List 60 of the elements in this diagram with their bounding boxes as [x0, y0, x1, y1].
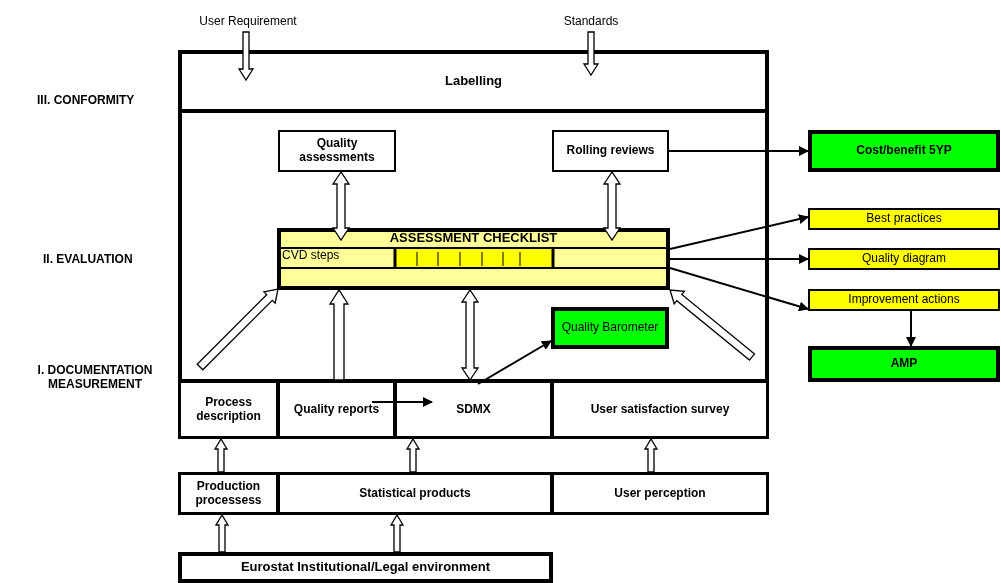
documentation-cell	[277, 380, 396, 439]
level-label: I. DOCUMENTATION MEASUREMENT	[36, 363, 154, 391]
process-box	[278, 130, 396, 172]
box-label: Cost/benefit 5YP	[856, 144, 952, 158]
source-cell	[551, 472, 769, 515]
arrow	[906, 310, 916, 347]
block-arrow	[196, 288, 279, 371]
environment-box	[178, 552, 553, 583]
output-box	[808, 248, 1000, 270]
documentation-cell	[394, 380, 553, 439]
table-heading: ASSESSMENT CHECKLIST	[388, 231, 559, 246]
row-label: CVD steps	[282, 249, 340, 263]
arrow	[669, 267, 809, 312]
output-box	[808, 289, 1000, 311]
box-label: Statistical products	[359, 486, 471, 501]
documentation-cell	[551, 380, 769, 439]
box-label: Improvement actions	[848, 293, 960, 307]
block-arrow	[214, 513, 230, 553]
box-label: Eurostat Institutional/Legal environment	[240, 560, 491, 575]
documentation-cell	[178, 380, 279, 439]
arrow	[669, 254, 809, 264]
box-label: Quality Barometer	[561, 321, 659, 335]
output-box	[808, 346, 1000, 382]
block-arrow	[669, 289, 756, 361]
block-arrow	[643, 437, 659, 473]
box-label: Quality reports	[293, 402, 380, 417]
process-box	[552, 130, 669, 172]
arrow	[668, 146, 809, 156]
block-arrow	[237, 31, 255, 82]
box-label: Quality diagram	[861, 252, 946, 266]
level-label: II. EVALUATION	[43, 252, 134, 266]
output-box	[808, 208, 1000, 230]
box-label: Best practices	[866, 212, 942, 226]
source-cell	[277, 472, 553, 515]
box-label: Labelling	[444, 74, 503, 89]
output-box	[808, 130, 1000, 172]
block-arrow	[602, 170, 622, 242]
box-label: SDMX	[456, 402, 491, 417]
input-text: Standards	[563, 15, 619, 29]
block-arrow	[331, 170, 351, 242]
arrow	[669, 214, 809, 250]
block-arrow	[328, 288, 350, 381]
block-arrow	[460, 288, 480, 382]
box-label: AMP	[890, 357, 918, 371]
block-arrow	[389, 513, 405, 553]
box-label: User satisfaction survey	[590, 402, 730, 417]
arrow	[477, 340, 552, 385]
box-label: Production processess	[194, 479, 263, 508]
source-cell	[178, 472, 279, 515]
block-arrow	[582, 31, 600, 77]
input-text: User Requirement	[199, 15, 297, 29]
box-label: Process description	[195, 395, 262, 424]
block-arrow	[213, 437, 229, 473]
box-label: User perception	[614, 486, 706, 501]
output-box	[551, 307, 669, 349]
arrow	[371, 397, 433, 407]
box-label: Rolling reviews	[566, 144, 655, 158]
level-label: III. CONFORMITY	[37, 93, 136, 107]
box-label: Quality assessments	[298, 137, 376, 165]
block-arrow	[405, 437, 421, 473]
